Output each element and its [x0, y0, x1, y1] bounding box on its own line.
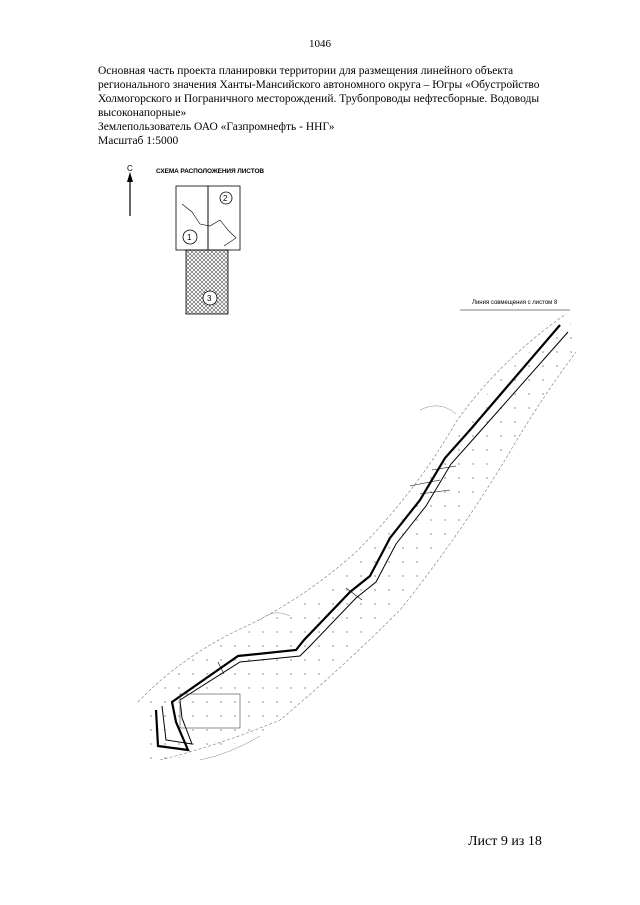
- land-user: Землепользователь ОАО «Газпромнефть - НН…: [98, 121, 335, 133]
- header-block: Основная часть проекта планировки террит…: [98, 64, 578, 148]
- scheme-route: [181, 203, 237, 247]
- page-number: 1046: [309, 38, 331, 50]
- scale-label: Масштаб 1:5000: [98, 135, 179, 147]
- sheet-counter: Лист 9 из 18: [468, 834, 542, 849]
- sheet-number-1: 1: [187, 233, 192, 242]
- sheet-number-2: 2: [223, 194, 228, 203]
- boundary-left: [137, 313, 567, 703]
- scheme-drawing: С 2 1 3: [127, 164, 241, 315]
- vegetation-area: [140, 320, 575, 760]
- pipeline-route: [154, 324, 561, 752]
- map-drawing: ᵛ: [137, 309, 577, 761]
- sheet-number-3: 3: [207, 294, 212, 303]
- north-arrow-icon: [127, 172, 133, 216]
- match-line-label: Линия совмещения с листом 8: [472, 300, 558, 306]
- document-title: Основная часть проекта планировки террит…: [98, 65, 540, 119]
- pipeline-route-parallel: [161, 331, 569, 745]
- scheme-title: СХЕМА РАСПОЛОЖЕНИЯ ЛИСТОВ: [156, 168, 264, 175]
- north-label: С: [127, 164, 133, 173]
- planning-map: Линия совмещения с листом 8 ᵛ: [120, 290, 580, 770]
- well-pad: [179, 693, 241, 729]
- boundary-right: [159, 351, 577, 761]
- sheet-layout-scheme: СХЕМА РАСПОЛОЖЕНИЯ ЛИСТОВ С 2 1 3: [120, 160, 320, 325]
